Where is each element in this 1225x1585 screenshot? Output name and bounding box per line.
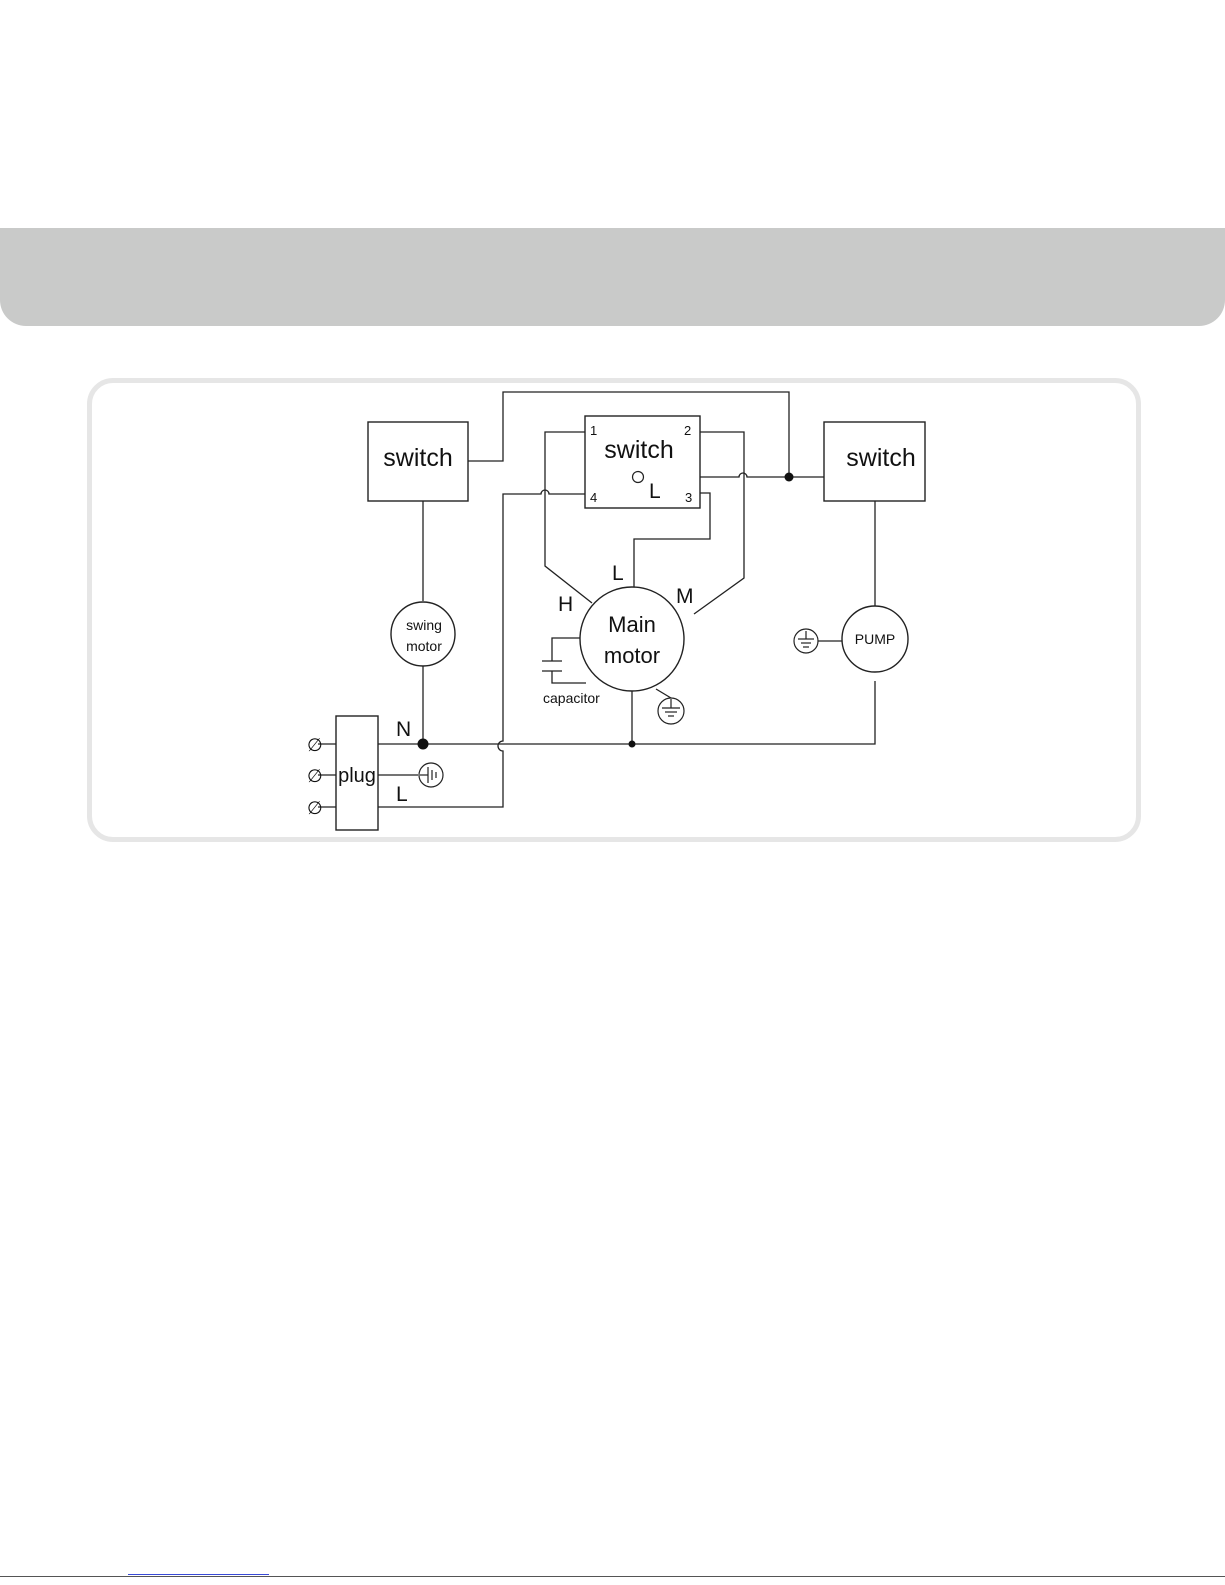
terminal-2-label: 2 (684, 423, 691, 438)
pump-label: PUMP (855, 631, 895, 647)
terminal-3-label: 3 (685, 490, 692, 505)
main-motor-circle (580, 587, 684, 691)
switch-left-label: switch (383, 444, 452, 472)
junction-dot-N (418, 739, 429, 750)
tap-H-label: H (558, 593, 573, 616)
plug-L-label: L (396, 783, 408, 806)
swing-motor-circle (391, 602, 455, 666)
plug-pin-2-icon: ∅ (307, 766, 323, 786)
main-motor-label-2: motor (604, 643, 660, 668)
pump-earth-icon (794, 629, 818, 653)
terminal-1-label: 1 (590, 423, 597, 438)
wire-terminal2-M (694, 432, 744, 614)
footer-rule (0, 1576, 1225, 1577)
plug-earth-icon (419, 763, 443, 787)
plug-pin-3-icon: ∅ (307, 798, 323, 818)
plug-pin-1-icon: ∅ (307, 735, 323, 755)
tap-M-label: M (676, 585, 694, 608)
switch-center-label: switch (604, 436, 673, 464)
main-motor-label-1: Main (608, 612, 656, 637)
switch-right-label: switch (846, 444, 915, 472)
main-motor-earth-icon (658, 698, 684, 724)
terminal-4-label: 4 (590, 490, 597, 505)
tap-L-label: L (612, 562, 624, 585)
switch-center-contact (633, 472, 644, 483)
swing-motor-label-2: motor (406, 638, 442, 654)
junction-dot-top (785, 473, 794, 482)
footer-link-underline (128, 1574, 269, 1575)
wire-motor-earth (656, 689, 671, 698)
swing-motor-label-1: swing (406, 617, 442, 633)
switch-center-L-label: L (649, 480, 661, 503)
plug-N-label: N (396, 718, 411, 741)
junction-dot-motor (629, 741, 636, 748)
capacitor-label: capacitor (543, 690, 600, 706)
plug-label: plug (338, 765, 376, 787)
